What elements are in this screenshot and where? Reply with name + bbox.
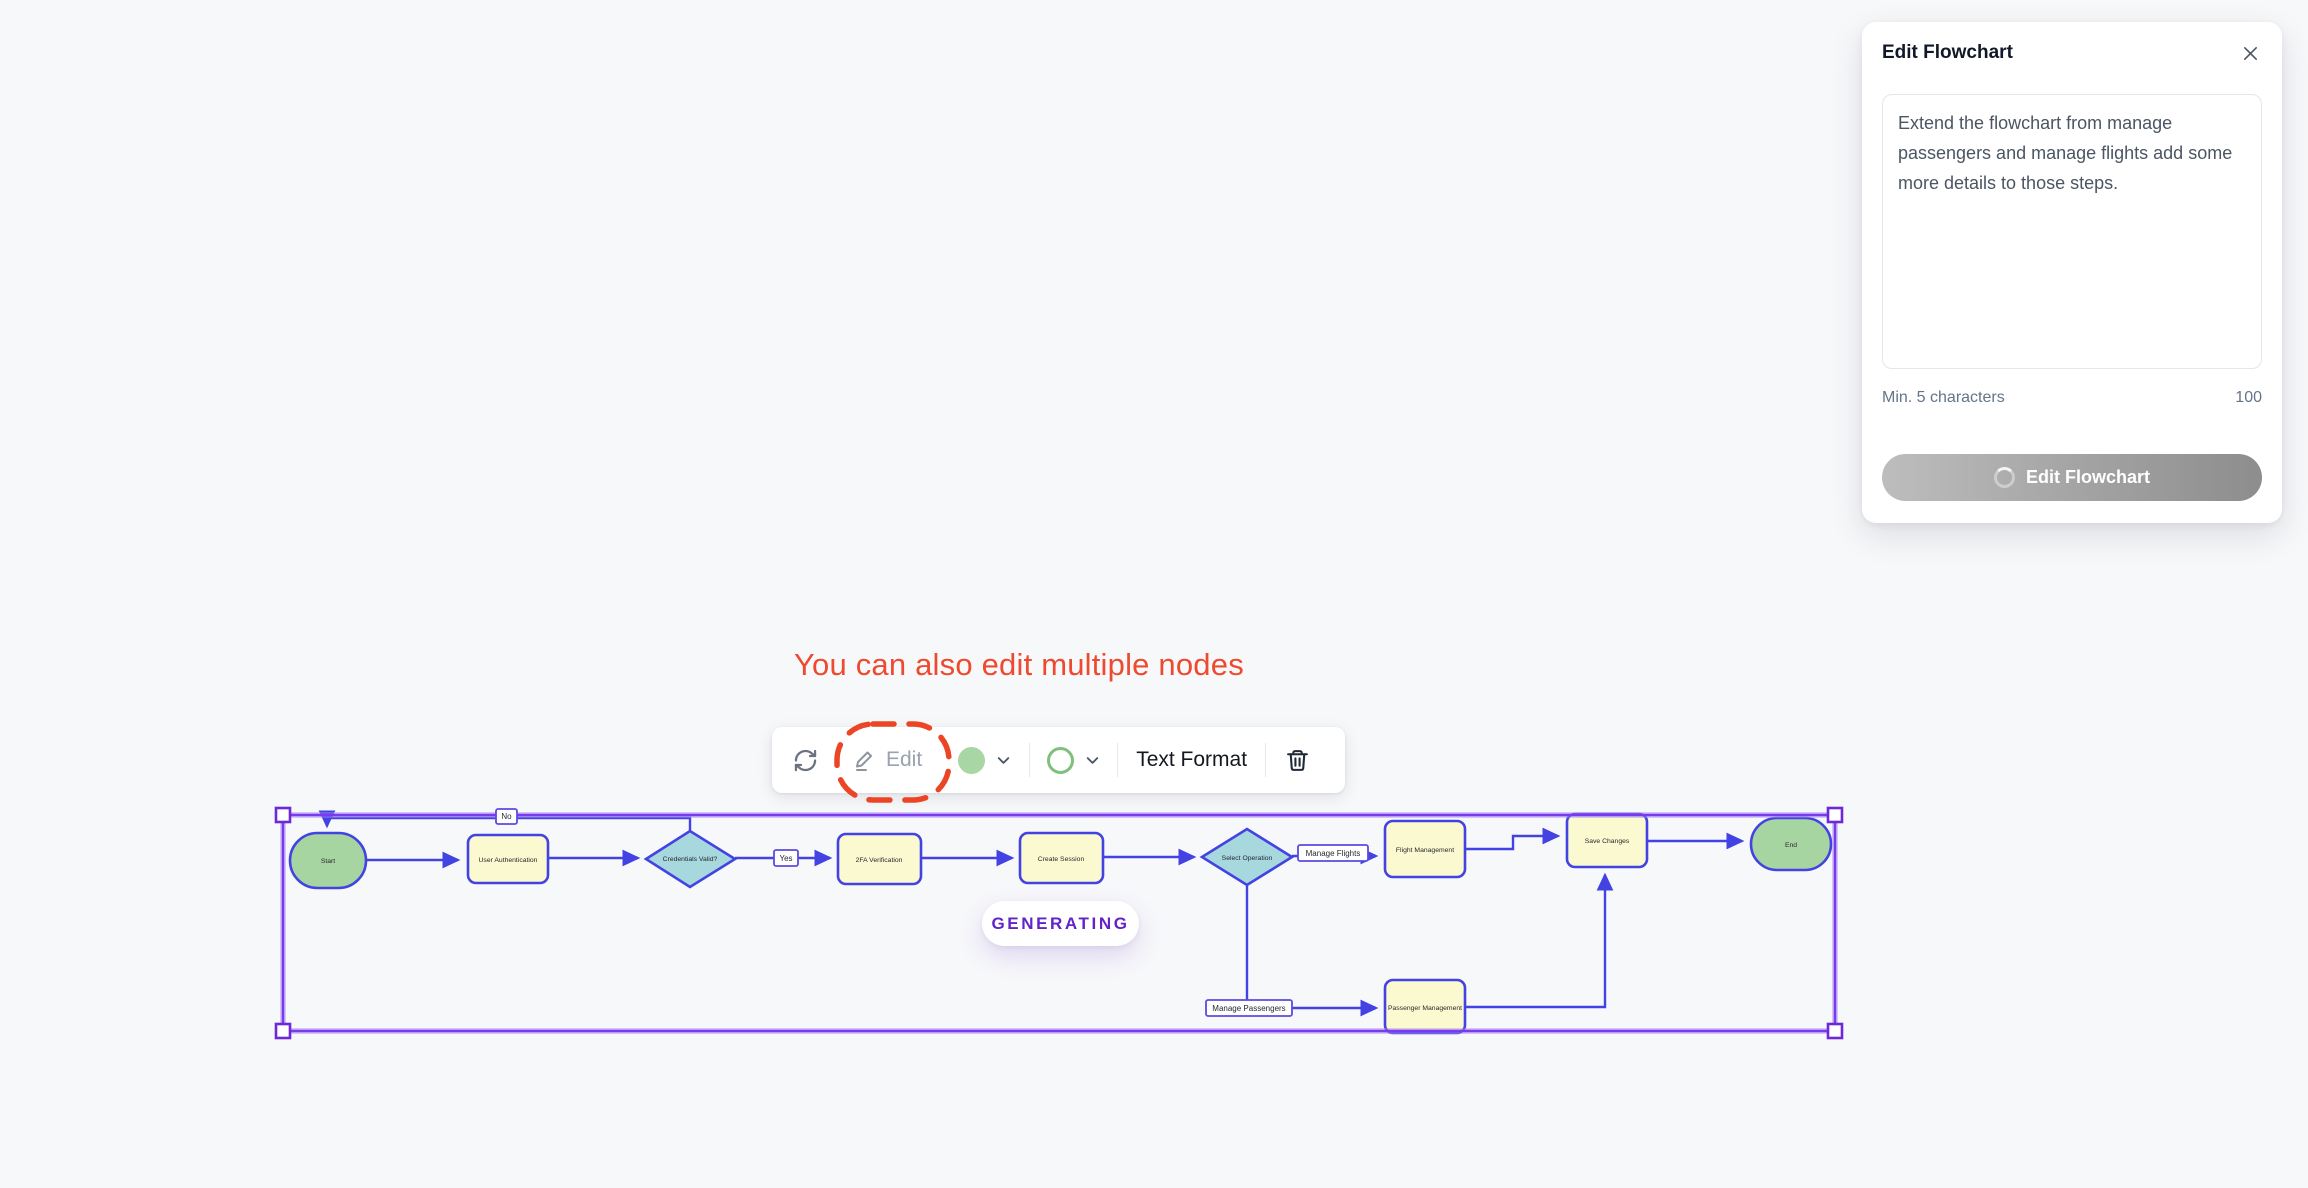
node-label: User Authentication [479,857,538,864]
toolbar-divider [1265,743,1267,777]
submit-button-label: Edit Flowchart [2025,467,2150,487]
toolbar-divider [1029,743,1031,777]
stroke-color-button[interactable] [1047,746,1102,774]
chevron-down-icon [997,756,1010,764]
prompt-textarea[interactable]: Extend the flowchart from manage passeng… [1882,94,2262,369]
close-button[interactable] [2239,42,2262,68]
node-label: Flight Management [1396,847,1454,854]
text-format-label: Text Format [1136,748,1248,771]
edge-flightmgmt-savechanges [1465,827,1561,851]
node-flight-management[interactable] [1383,819,1467,879]
node-passenger-management[interactable] [1383,978,1467,1035]
selection-handle-top-left[interactable] [274,806,292,824]
annotation-text: You can also edit multiple nodes [794,647,1244,682]
selection-toolbar: Edit Text Format [772,721,1345,803]
chevron-down-icon [1086,756,1099,764]
svg-text:No: No [501,812,512,821]
edge-label-no[interactable] [495,808,518,825]
node-2fa-verification[interactable] [836,832,923,886]
regenerate-button[interactable] [792,747,819,774]
node-label: 2FA Verification [856,857,903,864]
node-label: Save Changes [1585,838,1630,845]
selection-handle-bottom-right[interactable] [1826,1022,1844,1040]
svg-text:Yes: Yes [779,854,792,863]
node-credentials-valid[interactable] [643,829,738,889]
edge-label-manage-passengers[interactable] [1205,999,1293,1017]
generating-badge: GENERATING [982,901,1139,946]
node-label: Credentials Valid? [663,856,718,863]
node-end[interactable] [1749,816,1833,872]
close-icon [2243,46,2258,61]
fill-color-button[interactable] [958,746,1013,774]
node-user-authentication[interactable] [466,833,550,885]
toolbar-divider [1117,743,1119,777]
pencil-icon [856,751,872,771]
loading-spinner-icon [1993,467,2015,488]
edge-label-manage-flights[interactable] [1297,844,1369,862]
panel-title: Edit Flowchart [1882,42,2013,63]
min-chars-hint: Min. 5 characters [1882,389,2005,406]
text-format-button[interactable]: Text Format [1136,748,1247,772]
stroke-color-swatch [1047,746,1075,774]
svg-text:Manage Passengers: Manage Passengers [1212,1004,1285,1013]
edit-flowchart-submit-button[interactable]: Edit Flowchart [1882,454,2262,501]
edge-passengermgmt-savechanges [1465,872,1614,1009]
edit-button[interactable]: Edit [853,748,922,772]
node-create-session[interactable] [1018,831,1105,885]
selection-handle-bottom-left[interactable] [274,1022,292,1040]
trash-icon [1287,749,1308,771]
char-count: 100 [2235,389,2262,406]
node-label: Select Operation [1222,855,1273,862]
svg-text:Manage Flights: Manage Flights [1306,849,1361,858]
edge-selectop-passengermgmt [1245,885,1379,1017]
edit-flowchart-panel: Edit Flowchart Extend the flowchart from… [1862,22,2282,523]
selection-handle-top-right[interactable] [1826,806,1844,824]
refresh-icon [794,749,817,771]
edit-button-label: Edit [886,748,923,771]
delete-button[interactable] [1285,748,1310,773]
edge-label-yes[interactable] [773,849,799,867]
node-label: Passenger Management [1388,1005,1462,1012]
fill-color-swatch [958,746,986,774]
node-label: Start [321,858,335,865]
node-label: End [1785,842,1797,849]
node-select-operation[interactable] [1199,827,1295,887]
selection-box [281,813,1837,1033]
node-start[interactable] [288,831,368,890]
node-label: Create Session [1038,856,1085,863]
